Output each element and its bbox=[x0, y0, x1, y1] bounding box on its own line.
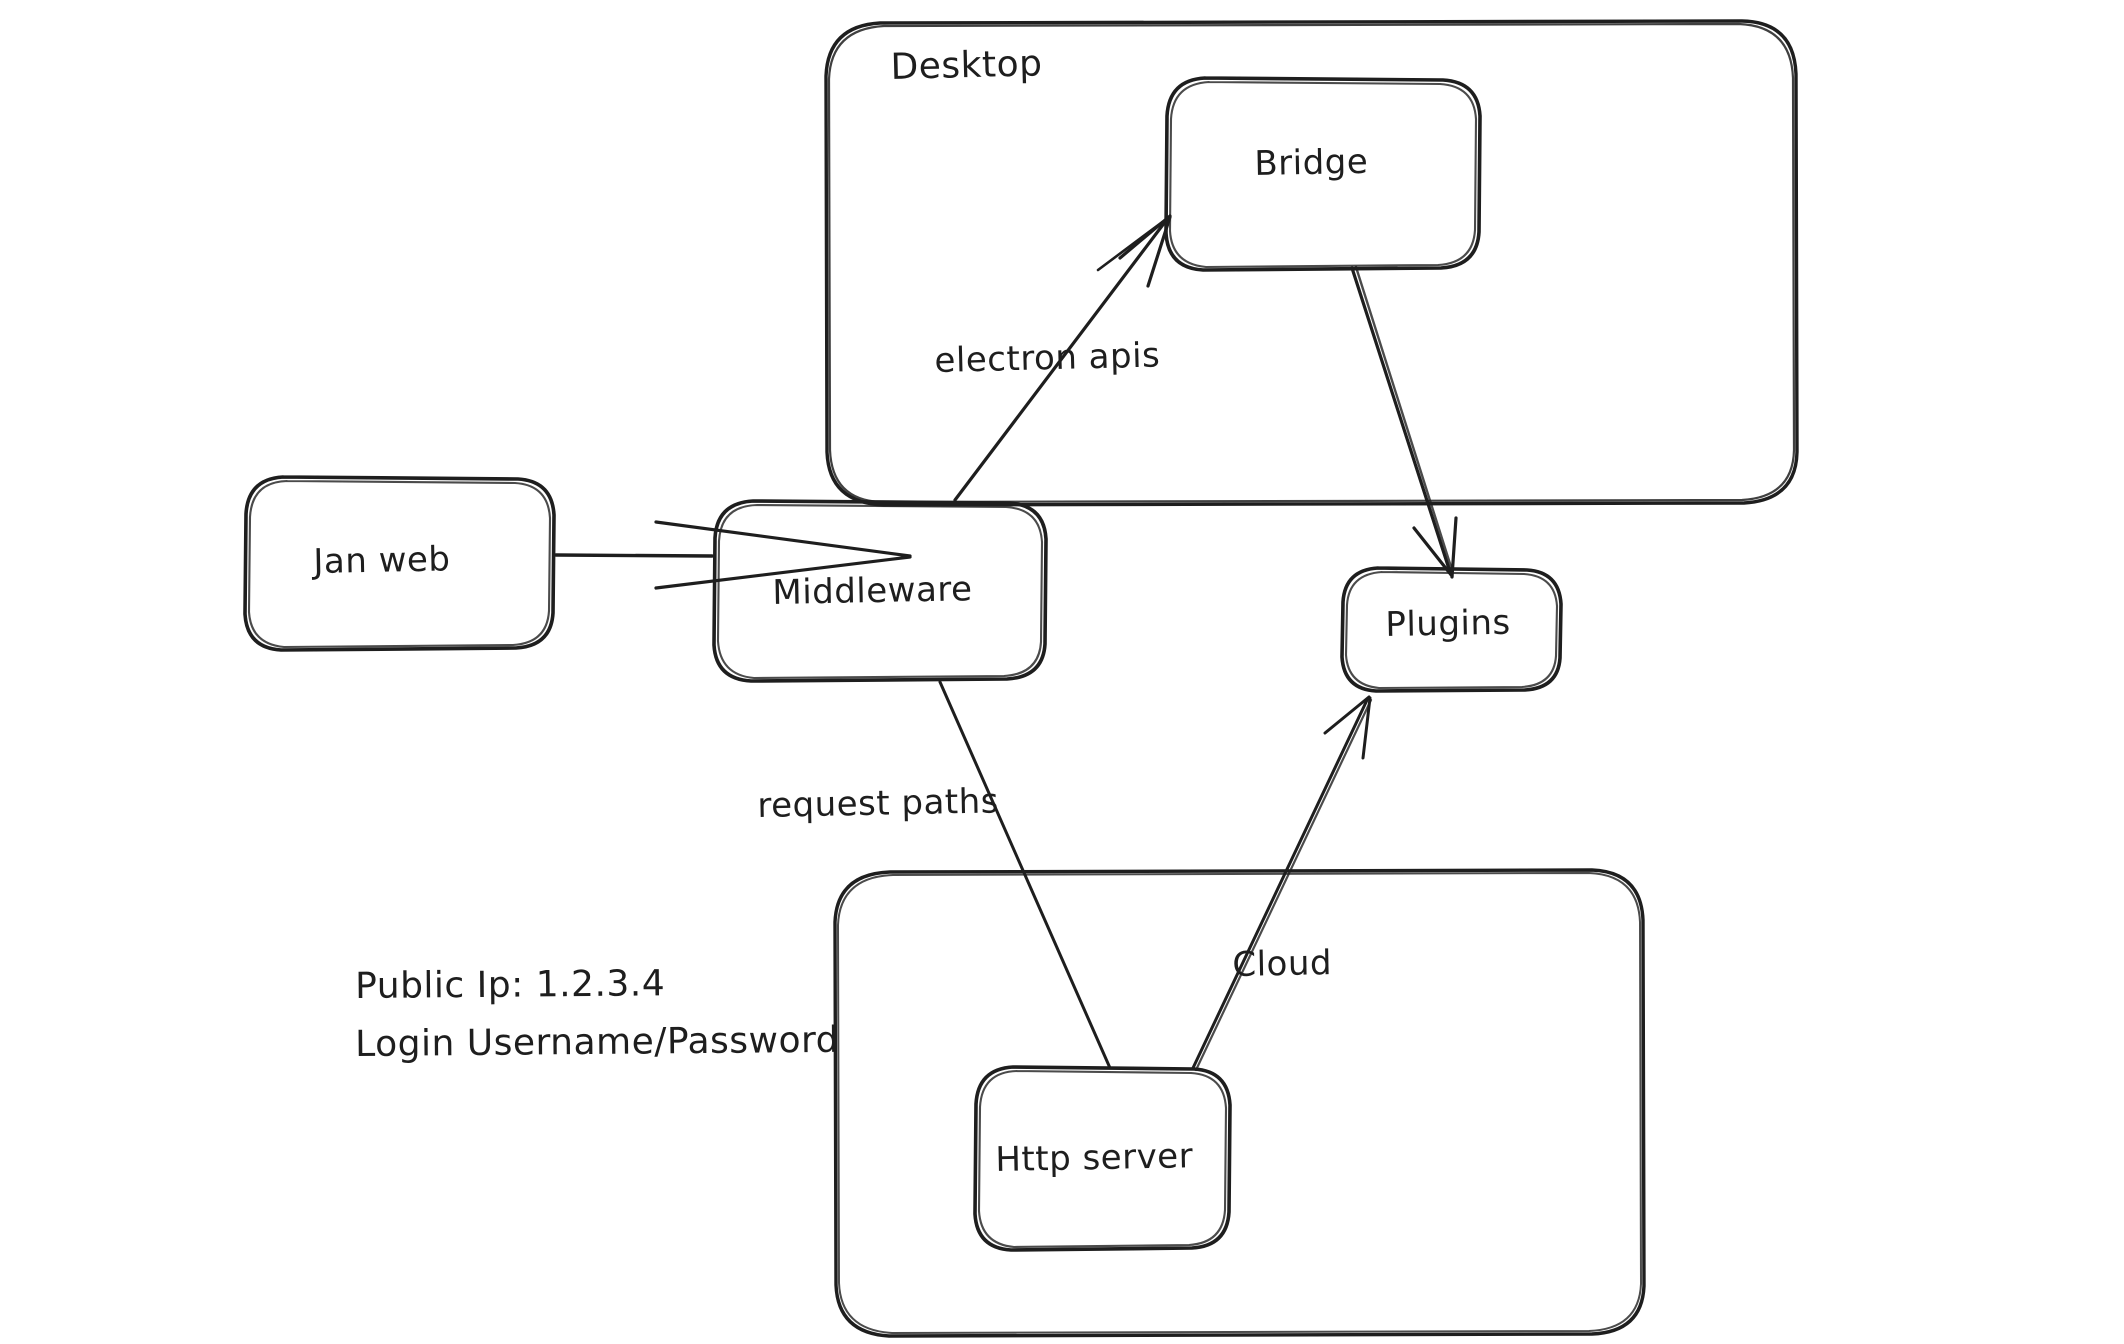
node-jan-web-outline bbox=[243, 475, 556, 652]
group-cloud-outline bbox=[833, 868, 1646, 1338]
node-label-plugins: Plugins bbox=[1385, 602, 1512, 645]
note-login-credentials: Login Username/Password bbox=[355, 1019, 840, 1065]
node-label-middleware: Middleware bbox=[772, 569, 973, 613]
edge-label-electron-apis: electron apis bbox=[934, 335, 1161, 381]
group-label-cloud: Cloud bbox=[1232, 943, 1333, 985]
node-middleware-outline bbox=[712, 499, 1048, 683]
node-plugins-outline bbox=[1340, 566, 1563, 693]
node-label-bridge: Bridge bbox=[1254, 141, 1369, 184]
edge-bridge-to-plugins bbox=[1350, 265, 1458, 579]
edge-middleware-to-bridge bbox=[953, 214, 1172, 502]
edge-middleware-to-http-server bbox=[938, 680, 1112, 1070]
edge-jan-web-to-middleware bbox=[554, 520, 912, 590]
note-public-ip: Public Ip: 1.2.3.4 bbox=[355, 963, 666, 1007]
node-label-http-server: Http server bbox=[995, 1136, 1194, 1180]
edge-http-server-to-plugins bbox=[1191, 695, 1373, 1072]
group-desktop-outline bbox=[824, 19, 1799, 507]
edge-label-request-paths: request paths bbox=[757, 781, 1000, 826]
node-bridge-outline bbox=[1164, 76, 1482, 272]
group-label-desktop: Desktop bbox=[890, 43, 1043, 88]
node-label-jan-web: Jan web bbox=[313, 539, 451, 582]
node-http-server-outline bbox=[973, 1065, 1232, 1252]
